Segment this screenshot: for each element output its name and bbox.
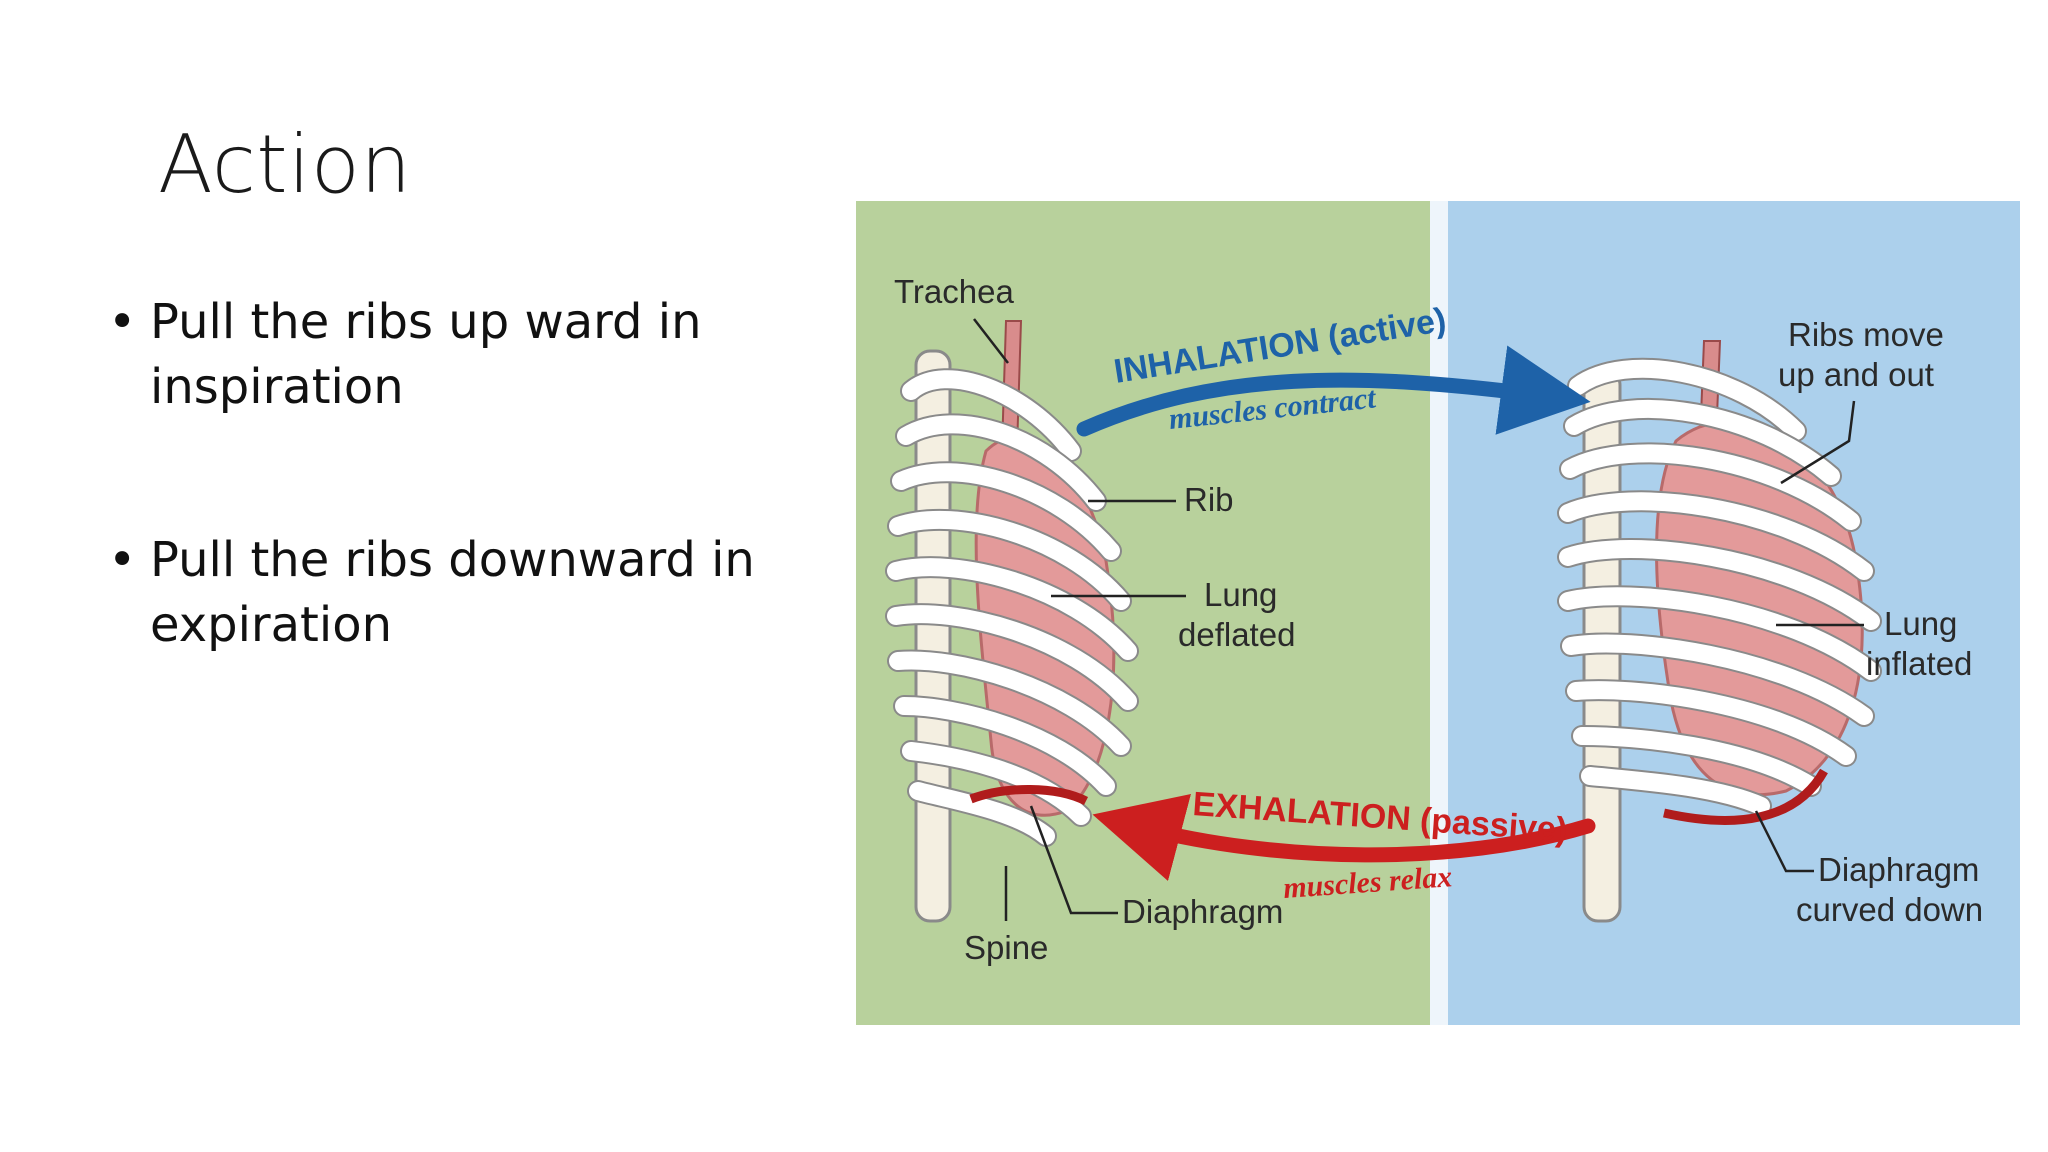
trachea-leader-line <box>973 318 1009 364</box>
exhalation-arrow <box>1092 793 1596 881</box>
panel-divider <box>1430 201 1448 1025</box>
ribs-move-leader-line <box>1780 400 1856 485</box>
trachea-label: Trachea <box>894 273 1014 310</box>
left-diaphragm-shape <box>969 785 1089 806</box>
slide-title: Action <box>158 118 412 211</box>
left-diaphragm-leader-line <box>1029 805 1118 915</box>
inhalation-arrow <box>1076 345 1591 437</box>
breathing-diagram-svg: Trachea Rib Lung deflated Diaphragm Spin… <box>856 201 2020 1025</box>
ribs-move-label-line2: up and out <box>1778 356 1934 393</box>
lung-deflated-label-line2: deflated <box>1178 616 1295 653</box>
lung-inflated-label-line1: Lung <box>1884 605 1957 642</box>
lung-deflated-label-line1: Lung <box>1204 576 1277 613</box>
left-diaphragm-label: Diaphragm <box>1122 893 1283 930</box>
bullet-item-expiration: Pull the ribs downward in expiration <box>108 528 808 658</box>
spine-label: Spine <box>964 929 1048 966</box>
breathing-diagram: Trachea Rib Lung deflated Diaphragm Spin… <box>856 201 2020 1025</box>
rib-label: Rib <box>1184 481 1234 518</box>
diaphragm-curved-label-line1: Diaphragm <box>1818 851 1979 888</box>
right-diaphragm-shape <box>1663 768 1828 825</box>
left-rib-set <box>885 368 1139 847</box>
right-ribcage-illustration <box>1557 340 1882 923</box>
left-spine-shape <box>914 349 952 923</box>
bullet-item-inspiration: Pull the ribs up ward in inspiration <box>108 290 808 420</box>
right-rib-set <box>1557 357 1882 817</box>
lung-inflated-label-line2: inflated <box>1866 645 1972 682</box>
ribs-move-label-line1: Ribs move <box>1788 316 1944 353</box>
bullet-list: Pull the ribs up ward in inspiration Pul… <box>108 290 808 766</box>
right-diaphragm-leader-line <box>1754 810 1814 873</box>
diaphragm-curved-label-line2: curved down <box>1796 891 1983 928</box>
